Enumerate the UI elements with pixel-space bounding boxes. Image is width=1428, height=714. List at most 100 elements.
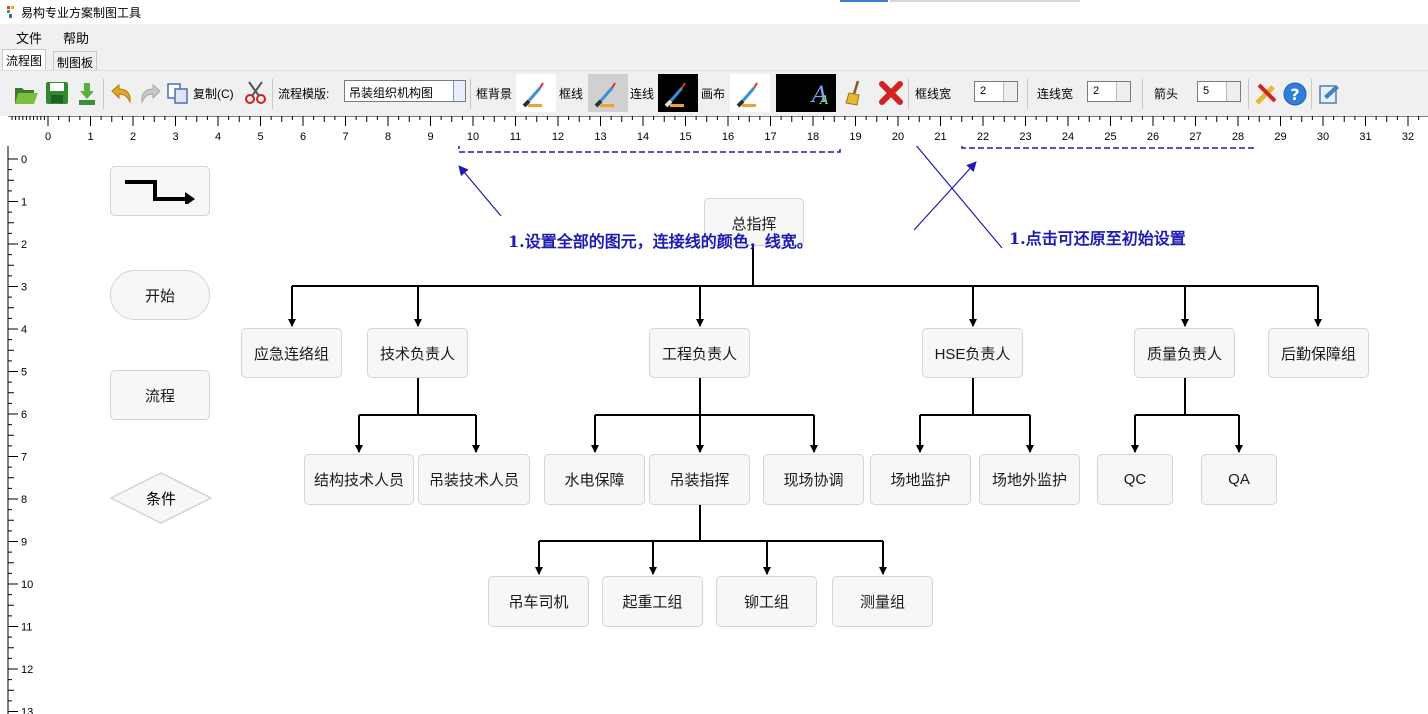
tab-flowchart[interactable]: 流程图	[2, 49, 47, 70]
palette-decision-shape[interactable]: 条件	[110, 472, 212, 524]
tools-icon[interactable]	[1253, 81, 1279, 107]
org-chart-connectors	[288, 243, 1322, 575]
node-l1[interactable]: 工程负责人	[649, 328, 750, 378]
node-l2[interactable]: 水电保障	[544, 454, 645, 505]
node-l2[interactable]: QC	[1097, 454, 1173, 505]
chevron-down-icon[interactable]	[453, 81, 465, 101]
menu-help[interactable]: 帮助	[63, 31, 90, 46]
ruler-label: 5	[21, 367, 27, 379]
stepper-arrows-icon[interactable]	[1116, 82, 1130, 101]
toolbar-separator	[1311, 79, 1312, 109]
node-root[interactable]: 总指挥	[704, 198, 804, 246]
menu-bar: 文件 帮助	[0, 24, 1428, 48]
frame-line-width-label: 框线宽	[915, 87, 952, 101]
undo-icon[interactable]	[108, 83, 134, 105]
ruler-label: 8	[21, 494, 27, 506]
template-label: 流程模版:	[278, 87, 330, 101]
copy-icon[interactable]	[166, 81, 190, 105]
ruler-label: 15	[679, 131, 691, 143]
ruler-label: 27	[1189, 131, 1201, 143]
ruler-label: 26	[1147, 131, 1159, 143]
stepper-arrows-icon[interactable]	[1226, 82, 1240, 101]
connector-label: 连线	[630, 87, 655, 101]
menu-file[interactable]: 文件	[16, 31, 43, 46]
template-select[interactable]: 吊装组织机构图	[344, 80, 466, 102]
copy-button-label[interactable]: 复制(C)	[193, 87, 234, 101]
svg-text:A: A	[810, 83, 828, 108]
ruler-label: 3	[172, 131, 178, 143]
ruler-label: 6	[21, 409, 27, 421]
node-l2[interactable]: QA	[1201, 454, 1277, 505]
template-select-value: 吊装组织机构图	[349, 86, 434, 100]
window-title: 易构专业方案制图工具	[21, 6, 142, 20]
open-folder-icon[interactable]	[12, 80, 40, 108]
text-color-button[interactable]: A A	[776, 74, 836, 112]
node-l2[interactable]: 吊装指挥	[649, 454, 750, 505]
ruler-label: 6	[300, 131, 306, 143]
diamond-shape	[110, 472, 212, 524]
highlight-box-colors	[458, 146, 841, 153]
toolbar-separator	[103, 79, 104, 109]
node-l1[interactable]: 后勤保障组	[1268, 328, 1369, 378]
palette-connector-shape[interactable]	[110, 166, 210, 216]
ruler-label: 4	[215, 131, 221, 143]
arrow-size-stepper[interactable]: 5	[1197, 81, 1241, 102]
ruler-label: 9	[427, 131, 433, 143]
stepper-arrows-icon[interactable]	[1003, 82, 1017, 101]
node-l1[interactable]: 质量负责人	[1134, 328, 1235, 378]
app-icon	[7, 6, 14, 18]
edit-note-icon[interactable]	[1317, 82, 1341, 106]
ruler-label: 7	[342, 131, 348, 143]
ruler-label: 21	[934, 131, 946, 143]
palette-start-shape[interactable]: 开始	[110, 270, 210, 320]
toolbar-separator	[1248, 79, 1249, 109]
node-l1[interactable]: 技术负责人	[367, 328, 468, 378]
annotation-highlight-boxes	[458, 146, 1254, 153]
ruler-label: 0	[21, 154, 27, 166]
node-l1[interactable]: 应急连络组	[241, 328, 342, 378]
ruler-label: 8	[385, 131, 391, 143]
frame-bg-color-button[interactable]	[516, 74, 556, 112]
palette-process-shape[interactable]: 流程	[110, 370, 210, 420]
ruler-label: 2	[21, 239, 27, 251]
frame-line-color-button[interactable]	[588, 74, 628, 112]
delete-icon[interactable]	[878, 80, 904, 106]
help-icon[interactable]: ?	[1282, 81, 1308, 107]
canvas-color-button[interactable]	[730, 74, 770, 112]
ruler-label: 28	[1232, 131, 1244, 143]
node-l2[interactable]: 结构技术人员	[304, 454, 414, 505]
drawing-canvas[interactable]: 开始 流程 条件 总指挥 应急连络组 技术负责人 工程负责人 HSE负责人 质量…	[0, 146, 1428, 714]
node-l2[interactable]: 场地外监护	[979, 454, 1080, 505]
node-l1[interactable]: HSE负责人	[922, 328, 1023, 378]
ruler-label: 29	[1274, 131, 1286, 143]
arrow-size-label: 箭头	[1154, 87, 1179, 101]
ruler-label: 16	[722, 131, 734, 143]
broom-reset-icon[interactable]	[844, 79, 866, 107]
node-l3[interactable]: 吊车司机	[488, 576, 589, 627]
palette-decision-label: 条件	[145, 491, 176, 508]
brush-icon	[658, 74, 698, 112]
canvas-label: 画布	[701, 87, 726, 101]
node-l3[interactable]: 铆工组	[716, 576, 817, 627]
frame-line-width-stepper[interactable]: 2	[974, 81, 1018, 102]
tab-drawing-board[interactable]: 制图板	[53, 51, 98, 70]
node-l3[interactable]: 测量组	[832, 576, 933, 627]
node-l2[interactable]: 现场协调	[763, 454, 864, 505]
save-icon[interactable]	[44, 80, 70, 106]
ruler-label: 5	[257, 131, 263, 143]
cut-icon[interactable]	[244, 80, 268, 106]
node-l2[interactable]: 场地监护	[870, 454, 971, 505]
connector-width-label: 连线宽	[1037, 87, 1074, 101]
ruler-label: 2	[130, 131, 136, 143]
ruler-label: 1	[87, 131, 93, 143]
connector-width-stepper[interactable]: 2	[1087, 81, 1131, 102]
download-icon[interactable]	[76, 81, 98, 107]
ruler-label: 32	[1402, 131, 1414, 143]
node-l2[interactable]: 吊装技术人员	[418, 454, 530, 505]
connector-color-button[interactable]	[658, 74, 698, 112]
connector-width-value: 2	[1093, 85, 1100, 97]
node-l3[interactable]: 起重工组	[602, 576, 703, 627]
ruler-label: 10	[467, 131, 479, 143]
redo-icon[interactable]	[138, 83, 164, 105]
ruler-label: 12	[552, 131, 564, 143]
